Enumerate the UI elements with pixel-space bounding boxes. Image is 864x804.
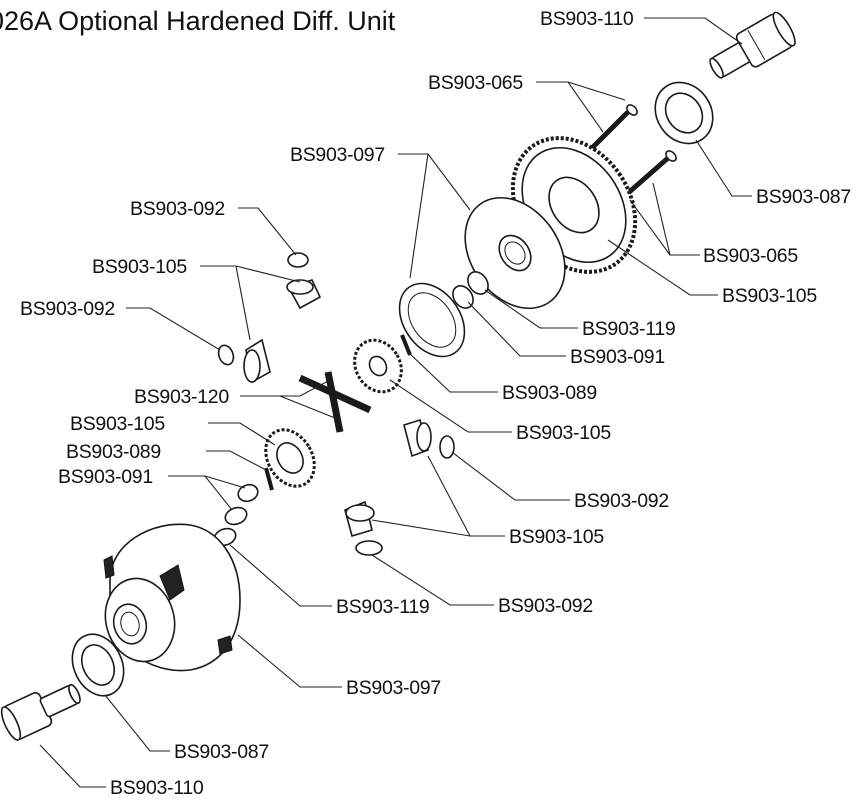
side-gear-top bbox=[353, 338, 403, 394]
label-bs903-087-top: BS903-087 bbox=[756, 186, 851, 208]
pinion-gear-upper bbox=[286, 279, 322, 310]
label-bs903-089-b: BS903-089 bbox=[66, 441, 161, 463]
label-bs903-091-b: BS903-091 bbox=[58, 466, 153, 488]
label-bs903-110-top: BS903-110 bbox=[540, 8, 634, 30]
label-bs903-097-b: BS903-097 bbox=[346, 677, 441, 699]
label-bs903-087-b: BS903-087 bbox=[174, 741, 269, 763]
gasket bbox=[398, 282, 466, 358]
pinion-gear-right bbox=[403, 418, 432, 458]
label-bs903-065-b: BS903-065 bbox=[703, 245, 798, 267]
washer-092-right bbox=[439, 435, 455, 459]
label-bs903-092-b: BS903-092 bbox=[20, 298, 115, 320]
pin-089-lower bbox=[264, 467, 274, 491]
parts bbox=[0, 11, 796, 741]
screws bbox=[586, 104, 677, 196]
washer-091-lower-b bbox=[224, 506, 248, 526]
label-bs903-105-b: BS903-105 bbox=[722, 285, 817, 307]
label-bs903-105-d: BS903-105 bbox=[516, 422, 611, 444]
pinion-gear-left bbox=[243, 338, 271, 384]
bearing-top bbox=[654, 81, 714, 145]
pin-089-top bbox=[400, 334, 412, 356]
washer-092-upper bbox=[287, 252, 309, 268]
diff-case bbox=[103, 523, 241, 672]
diagram-title: B-026A Optional Hardened Diff. Unit bbox=[0, 6, 396, 36]
part-labels: BS903-110 BS903-065 BS903-097 BS903-087 … bbox=[20, 8, 851, 799]
cross-shaft bbox=[298, 371, 372, 433]
label-bs903-119-b: BS903-119 bbox=[336, 596, 429, 618]
label-bs903-089-a: BS903-089 bbox=[502, 382, 597, 404]
label-bs903-120: BS903-120 bbox=[134, 386, 229, 408]
label-bs903-105-c: BS903-105 bbox=[70, 413, 165, 435]
bearing-bottom bbox=[71, 633, 125, 697]
washer-092-bottom bbox=[355, 540, 383, 556]
label-bs903-092-c: BS903-092 bbox=[574, 490, 669, 512]
label-bs903-092-d: BS903-092 bbox=[498, 595, 593, 617]
side-gear-lower bbox=[264, 428, 316, 488]
label-bs903-092-a: BS903-092 bbox=[130, 198, 225, 220]
label-bs903-091-a: BS903-091 bbox=[570, 346, 665, 368]
washer-119-top bbox=[467, 271, 489, 295]
label-bs903-105-a: BS903-105 bbox=[92, 256, 187, 278]
label-bs903-110-b: BS903-110 bbox=[110, 777, 204, 799]
washer-092-left bbox=[217, 344, 235, 366]
output-cup-bottom bbox=[0, 683, 81, 741]
washer-091-lower-a bbox=[237, 483, 259, 503]
label-bs903-119-a: BS903-119 bbox=[582, 318, 675, 340]
label-bs903-097-top: BS903-097 bbox=[290, 144, 385, 166]
output-cup-top bbox=[709, 11, 796, 79]
leader-lines bbox=[39, 17, 752, 788]
case-cover bbox=[464, 196, 566, 310]
label-bs903-065-top: BS903-065 bbox=[428, 72, 523, 94]
pinion-gear-bottom bbox=[344, 500, 375, 538]
label-bs903-105-e: BS903-105 bbox=[509, 526, 604, 548]
